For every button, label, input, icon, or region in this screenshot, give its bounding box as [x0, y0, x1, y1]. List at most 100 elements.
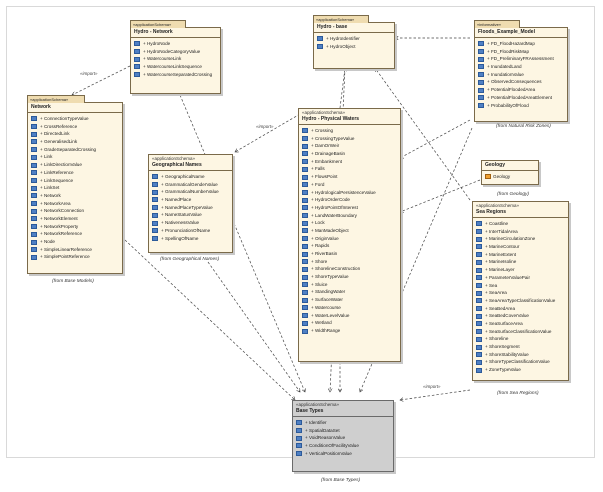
package-element[interactable]: + PotentialFloodedAreaElement — [487, 94, 564, 102]
package-element[interactable]: + WidthRange — [311, 327, 397, 335]
package-element[interactable]: + ProbabilityOfFlood — [487, 102, 564, 110]
package-element[interactable]: + Network — [40, 192, 119, 200]
package-element[interactable]: + SimpleLinearReference — [40, 246, 119, 254]
package-element[interactable]: + WatercourseLinkSequence — [143, 63, 217, 71]
package-element[interactable]: + NameStatusValue — [161, 211, 229, 219]
package-element[interactable]: + WatercourseLink — [143, 55, 217, 63]
package-element[interactable]: + ObservedConsequences — [487, 78, 564, 86]
package-element[interactable]: + HydroNode — [143, 40, 217, 48]
package-element[interactable]: + GeographicalName — [161, 173, 229, 181]
package-element[interactable]: + Shore — [311, 258, 397, 266]
package-element[interactable]: + MarineLayer — [485, 266, 565, 274]
package-element[interactable]: + SeaArea — [485, 289, 565, 297]
package-element[interactable]: + HydrologicalPersistenceValue — [311, 189, 397, 197]
package-element[interactable]: + WaterLevelValue — [311, 312, 397, 320]
package-element[interactable]: + Node — [40, 238, 119, 246]
package-element[interactable]: + Shoreline — [485, 335, 565, 343]
package-element[interactable]: + SeaSurfaceClassificationValue — [485, 328, 565, 336]
package-element[interactable]: + LinkDirectionValue — [40, 161, 119, 169]
package-element[interactable]: + ParameterValuePair — [485, 274, 565, 282]
package-element[interactable]: + MarineIsoline — [485, 258, 565, 266]
package-element[interactable]: + FD_PreliminaryFRAssessment — [487, 55, 564, 63]
package-element[interactable]: + NativenessValue — [161, 219, 229, 227]
package-element[interactable]: + Wetland — [311, 319, 397, 327]
package-element[interactable]: + NamedPlace — [161, 196, 229, 204]
package-element[interactable]: + MarineCirculationZone — [485, 235, 565, 243]
package-element[interactable]: + FD_FloodHazardMap — [487, 40, 564, 48]
package-element[interactable]: + Crossing — [311, 127, 397, 135]
package-geology[interactable]: Geology Geology — [481, 160, 539, 185]
package-element[interactable]: + DamOrWeir — [311, 142, 397, 150]
package-element[interactable]: + SimplePointReference — [40, 253, 119, 261]
package-element[interactable]: + OriginValue — [311, 235, 397, 243]
package-element[interactable]: + SpatialDataSet — [305, 427, 390, 435]
package-element[interactable]: + Embankment — [311, 158, 397, 166]
package-element[interactable]: + ConditionOfFacilityValue — [305, 442, 390, 450]
package-element[interactable]: + GrammaticalNumberValue — [161, 188, 229, 196]
package-element[interactable]: + Lock — [311, 219, 397, 227]
package-element[interactable]: + HydroObject — [326, 43, 391, 51]
package-element[interactable]: + VoidReasonValue — [305, 434, 390, 442]
package-element[interactable]: + Sluice — [311, 281, 397, 289]
package-element[interactable]: + ShoreSegment — [485, 343, 565, 351]
package-element[interactable]: + DrainageBasin — [311, 150, 397, 158]
package-element[interactable]: + DirectedLink — [40, 130, 119, 138]
package-element[interactable]: + ZoneTypeValue — [485, 366, 565, 374]
package-element[interactable]: + PronunciationOfName — [161, 227, 229, 235]
package-element[interactable]: + ManMadeObject — [311, 227, 397, 235]
package-element[interactable]: + ShorelineConstruction — [311, 265, 397, 273]
package-element[interactable]: + Coastline — [485, 220, 565, 228]
package-element[interactable]: + InundatedLand — [487, 63, 564, 71]
package-element[interactable]: + FlowsPoint — [311, 173, 397, 181]
package-element[interactable]: + Sea — [485, 282, 565, 290]
package-element[interactable]: + NetworkConnection — [40, 207, 119, 215]
package-element[interactable]: + LandWaterBoundary — [311, 212, 397, 220]
package-element[interactable]: + LinkSet — [40, 184, 119, 192]
package-element[interactable]: + SeaSurfaceArea — [485, 320, 565, 328]
package-element[interactable]: + Watercourse — [311, 304, 397, 312]
package-element[interactable]: + CrossingTypeValue — [311, 135, 397, 143]
package-floods-example-model[interactable]: «informative» Floods_Example_Model + FD_… — [474, 20, 568, 122]
package-network[interactable]: «applicationSchema» Network + Connection… — [27, 95, 123, 274]
package-element[interactable]: + Link — [40, 153, 119, 161]
package-element[interactable]: + FD_FloodRiskMap — [487, 48, 564, 56]
package-element[interactable]: + ShoreStabilityValue — [485, 351, 565, 359]
package-element[interactable]: + LinkSequence — [40, 177, 119, 185]
package-element[interactable]: + MarineContour — [485, 243, 565, 251]
package-element[interactable]: + GeneralisedLink — [40, 138, 119, 146]
package-element[interactable]: + Falls — [311, 165, 397, 173]
package-hydro-network[interactable]: «applicationSchema» Hydro - Network + Hy… — [130, 20, 221, 94]
package-element[interactable]: + NetworkElement — [40, 215, 119, 223]
package-element[interactable]: + InterTidalArea — [485, 228, 565, 236]
package-element[interactable]: + NetworkProperty — [40, 223, 119, 231]
package-base-types[interactable]: «applicationSchema»Base Types + Identifi… — [292, 400, 394, 472]
package-element[interactable]: + StandingWater — [311, 288, 397, 296]
package-element[interactable]: + LinkReference — [40, 169, 119, 177]
package-element[interactable]: + SeaBedArea — [485, 305, 565, 313]
package-element[interactable]: + HydroNodeCategoryValue — [143, 48, 217, 56]
package-element[interactable]: + HydroIdentifier — [326, 35, 391, 43]
package-element[interactable]: + SurfaceWater — [311, 296, 397, 304]
package-element[interactable]: + HydroPointOfInterest — [311, 204, 397, 212]
package-sea-regions[interactable]: «applicationSchema»Sea Regions + Coastli… — [472, 201, 569, 381]
package-element[interactable]: + Ford — [311, 181, 397, 189]
package-hydro-base[interactable]: «applicationSchema» Hydro - base + Hydro… — [313, 15, 395, 69]
package-element[interactable]: + PotentialFloodedArea — [487, 86, 564, 94]
package-element[interactable]: + NetworkArea — [40, 200, 119, 208]
package-element[interactable]: + GradeSeparatedCrossing — [40, 146, 119, 154]
package-element[interactable]: + NamedPlaceTypeValue — [161, 204, 229, 212]
package-element[interactable]: + HydroOrderCode — [311, 196, 397, 204]
package-element[interactable]: + NetworkReference — [40, 230, 119, 238]
package-element[interactable]: + SpellingOfName — [161, 235, 229, 243]
package-element[interactable]: + CrossReference — [40, 123, 119, 131]
package-geographical-names[interactable]: «applicationSchema»Geographical Names + … — [148, 154, 233, 253]
package-element[interactable]: + Identifier — [305, 419, 390, 427]
package-element[interactable]: + Rapids — [311, 242, 397, 250]
package-element[interactable]: + InundationValue — [487, 71, 564, 79]
package-hydro-physical-waters[interactable]: «applicationSchema»Hydro - Physical Wate… — [298, 108, 401, 362]
package-element[interactable]: + VerticalPositionValue — [305, 450, 390, 458]
package-element[interactable]: + MarineExtent — [485, 251, 565, 259]
package-element[interactable]: + SeaBedCoverValue — [485, 312, 565, 320]
package-element[interactable]: + RiverBasin — [311, 250, 397, 258]
package-element[interactable]: + SeaAreaTypeClassificationValue — [485, 297, 565, 305]
